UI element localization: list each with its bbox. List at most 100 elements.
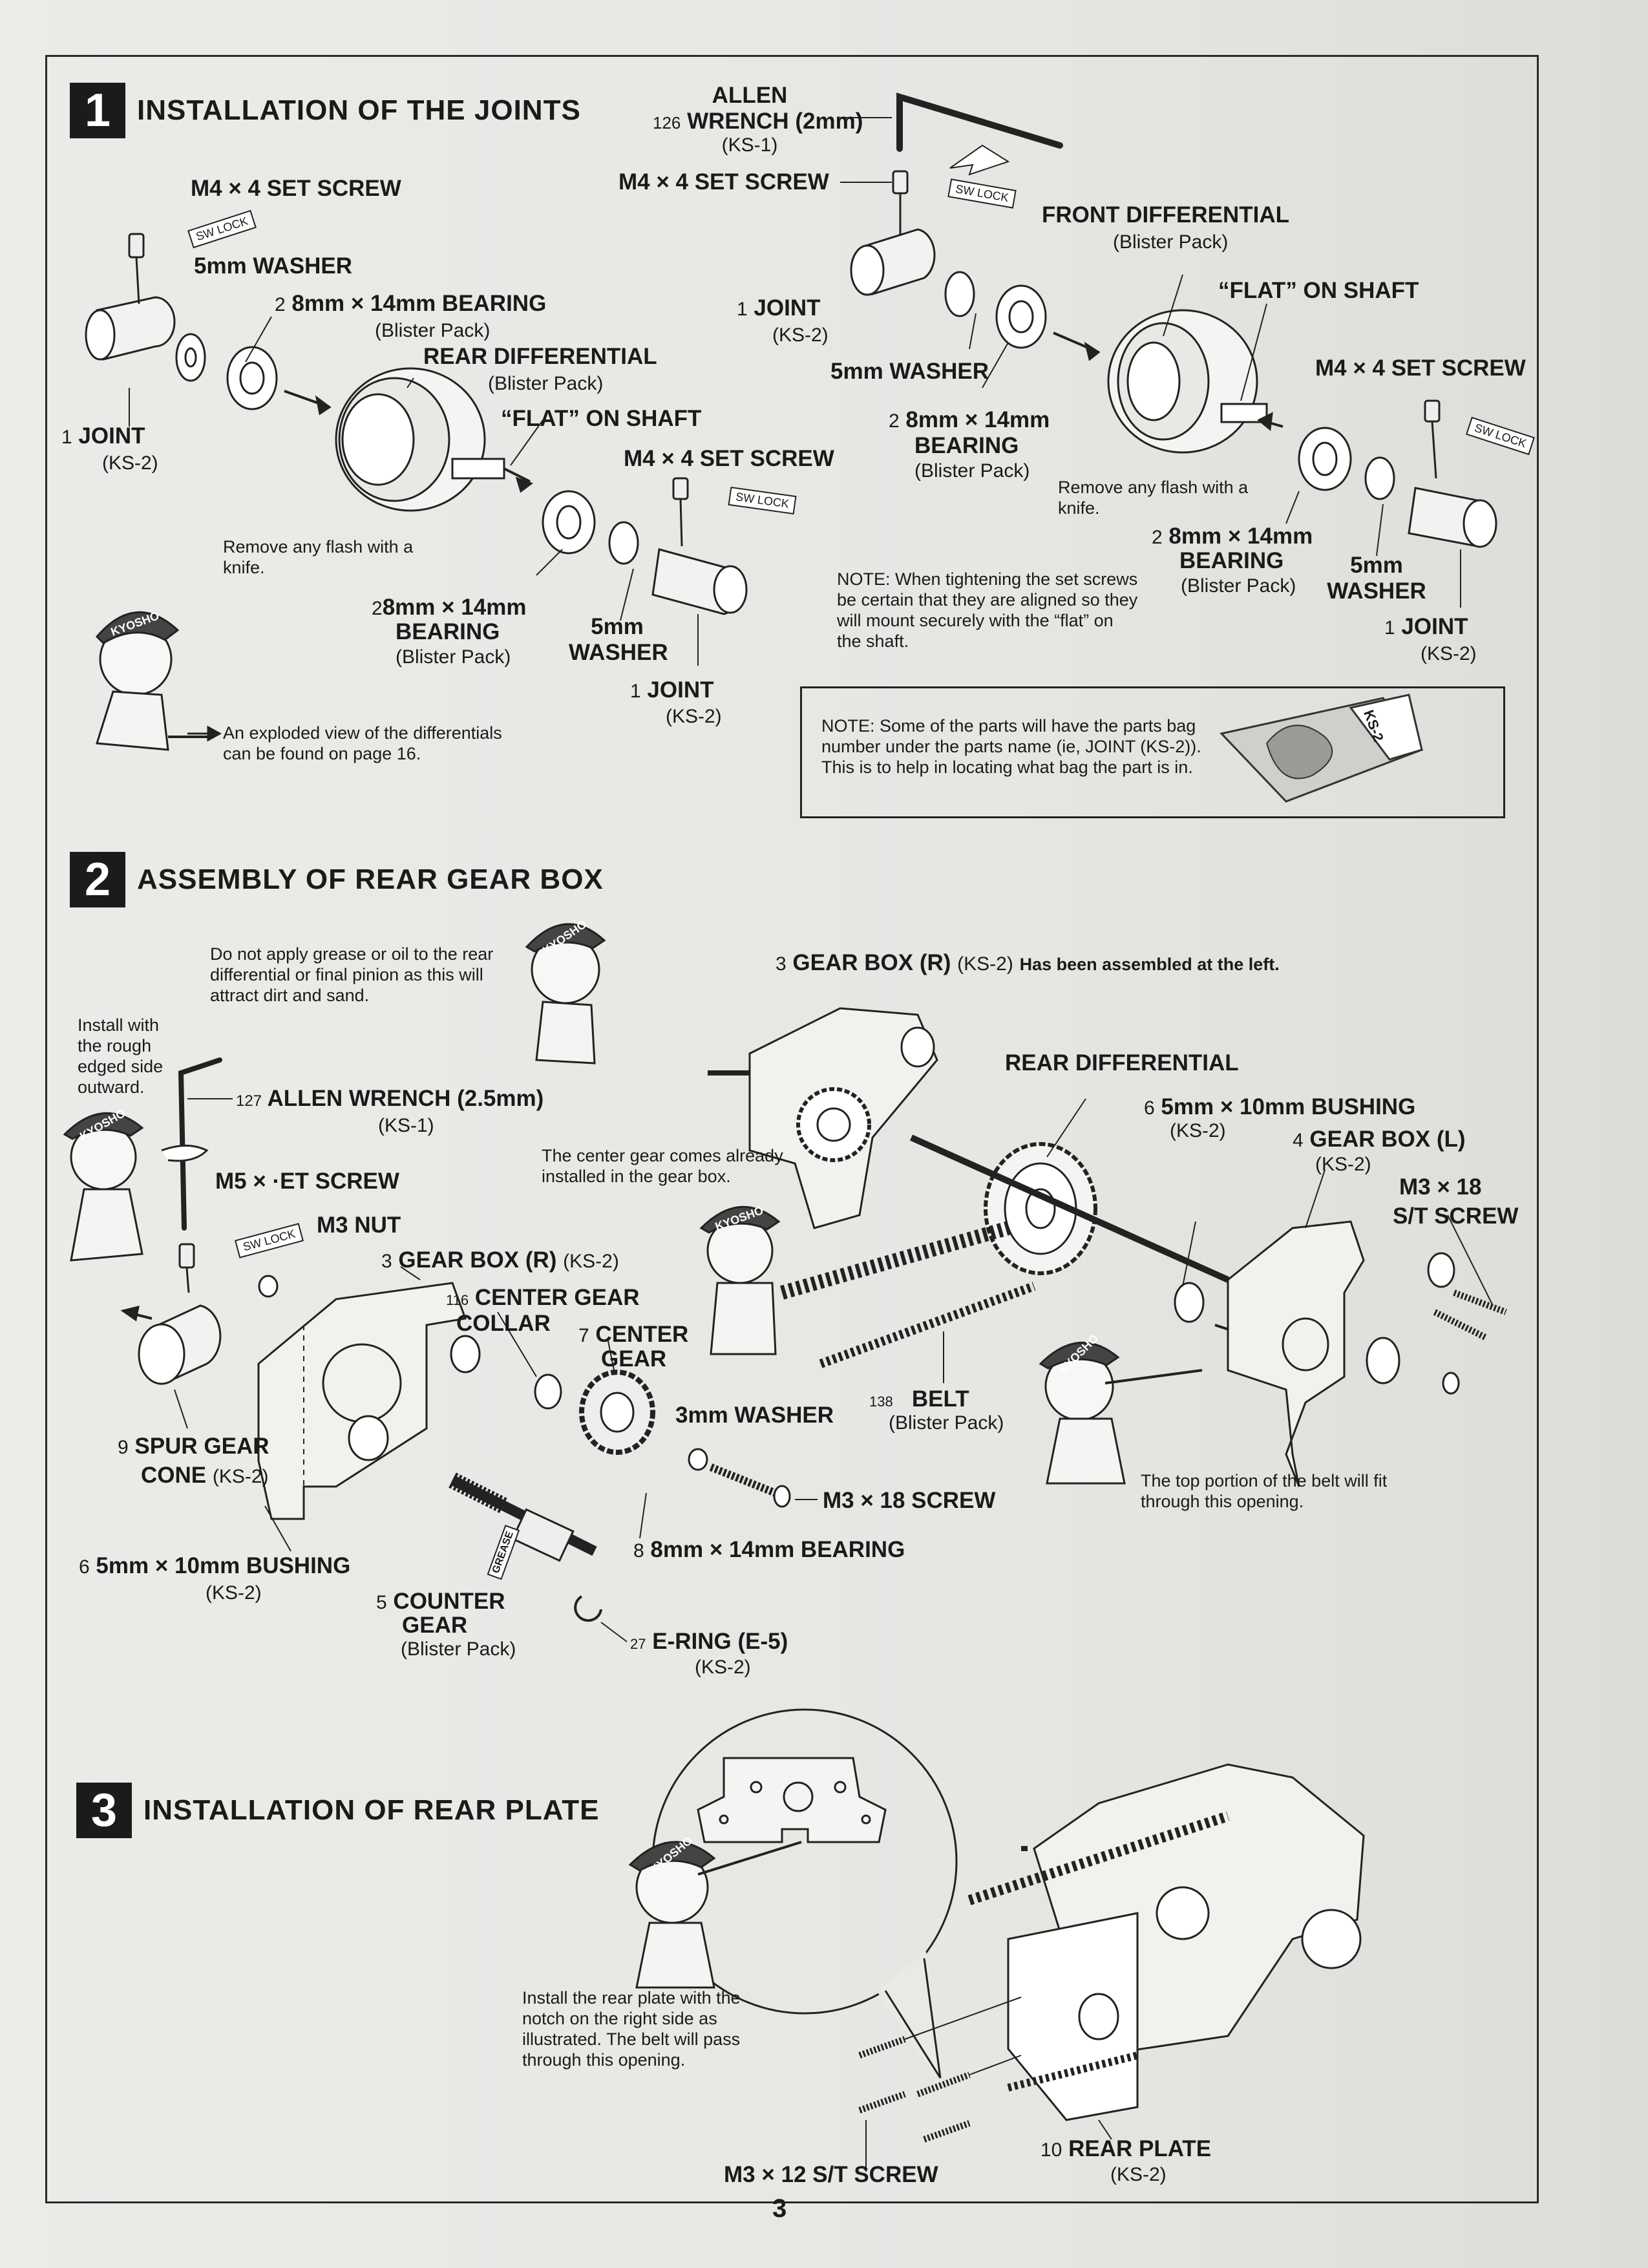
allen-wrench-2.5-bag: (KS-1) [378, 1115, 434, 1136]
section-2-header: 2 ASSEMBLY OF REAR GEAR BOX [70, 852, 604, 907]
counter-gear-pack: (Blister Pack) [401, 1638, 516, 1660]
gear-box-r-label: 3 GEAR BOX (R) (KS-2) [381, 1247, 619, 1273]
belt-label: 138 BELT [869, 1386, 969, 1412]
m3-18-screw-label: M3 × 18 SCREW [823, 1488, 996, 1513]
center-gear-collar-label: 116 CENTER GEAR [446, 1285, 640, 1310]
right-bearing2-label2: BEARING [1179, 548, 1284, 573]
front-differential-pack: (Blister Pack) [1113, 231, 1229, 253]
left-flash-note: Remove any flash with a knife. [223, 537, 414, 577]
left-bearing2-label: 28mm × 14mm [372, 595, 527, 620]
st-screw-label2: S/T SCREW [1393, 1203, 1519, 1229]
section-2-title: ASSEMBLY OF REAR GEAR BOX [137, 864, 604, 895]
5mm-bushing-bag: (KS-2) [206, 1582, 262, 1604]
right-bearing-2 [1298, 427, 1352, 491]
section-1-title: INSTALLATION OF THE JOINTS [137, 94, 581, 126]
counter-gear [449, 1472, 597, 1562]
rear-plate-label: 10 REAR PLATE [1041, 2136, 1212, 2161]
3mm-washer [688, 1448, 708, 1471]
mascot-4 [699, 1205, 781, 1355]
left-joint-bag: (KS-2) [102, 452, 158, 474]
rear-plate-callout-circle [651, 1708, 958, 2079]
m5-set-screw-label: M5 × ·ET SCREW [215, 1169, 399, 1194]
rear-plate-bag: (KS-2) [1110, 2164, 1167, 2185]
m3-nut-label: M3 NUT [317, 1213, 401, 1238]
right-joint-2 [1408, 399, 1497, 548]
left-set-screw-label: M4 × 4 SET SCREW [191, 176, 401, 201]
3mm-washer-label: 3mm WASHER [675, 1403, 834, 1428]
section-1-number: 1 [70, 83, 125, 138]
right-washer-1 [944, 271, 975, 317]
section-3-title: INSTALLATION OF REAR PLATE [143, 1794, 600, 1826]
left-washer-2 [608, 521, 639, 565]
counter-gear-label: 5 COUNTER [376, 1589, 505, 1614]
mascot-3 [63, 1112, 144, 1262]
left-bearing2-pack: (Blister Pack) [396, 646, 511, 668]
gear-box-l [1227, 1220, 1460, 1487]
front-differential [1107, 309, 1268, 454]
e-ring [574, 1595, 602, 1622]
right-washer-2 [1364, 456, 1395, 500]
right-bearing-pack: (Blister Pack) [914, 460, 1030, 482]
gear-box-r2-label: 3 GEAR BOX (R) (KS-2) Has been assembled… [776, 950, 1280, 975]
e-ring-bag: (KS-2) [695, 1657, 751, 1678]
center-gear-label: 7 CENTER [578, 1322, 689, 1347]
mascot-6 [628, 1841, 802, 1989]
right-flash-note: Remove any flash with a knife. [1058, 478, 1249, 518]
center-gear [579, 1370, 655, 1455]
5mm-bushing [1174, 1282, 1205, 1323]
st-screws-section3 [858, 1997, 1112, 2172]
rear-differential-label: REAR DIFFERENTIAL [423, 344, 657, 369]
left-bearing-label: 2 8mm × 14mm BEARING [275, 291, 547, 316]
rear-plate-detail [697, 1757, 887, 1843]
section-1-header: 1 INSTALLATION OF THE JOINTS [70, 83, 581, 138]
right-bearing-1 [995, 284, 1047, 349]
left-bearing-pack: (Blister Pack) [375, 320, 491, 341]
gear-box-r [257, 1282, 481, 1520]
5mm-bushing2-label: 6 5mm × 10mm BUSHING [1144, 1094, 1416, 1119]
exploded-view-note: An exploded view of the differentials ca… [223, 723, 502, 763]
left-flat-label: “FLAT” ON SHAFT [501, 406, 702, 431]
belt [779, 1221, 1036, 1368]
gear-box-l-label: 4 GEAR BOX (L) [1293, 1127, 1466, 1152]
rear-plate-note: Install the rear plate with the notch on… [522, 1988, 741, 2070]
left-set-screw2-label: M4 × 4 SET SCREW [624, 446, 834, 471]
right-flat-label: “FLAT” ON SHAFT [1218, 278, 1419, 303]
allen-wrench-2mm [896, 92, 1063, 152]
left-bearing2-label2: BEARING [396, 619, 500, 644]
right-joint-label: 1 JOINT [737, 295, 821, 321]
rear-differential-pack: (Blister Pack) [488, 373, 604, 394]
allen-wrench-2.5-label: 127 ALLEN WRENCH (2.5mm) [236, 1086, 544, 1111]
right-joint2-bag: (KS-2) [1421, 643, 1477, 664]
st-screw-b [1433, 1309, 1488, 1341]
left-joint-2 [651, 477, 748, 615]
st-screw-a [1453, 1289, 1507, 1315]
mascot-5 [1039, 1341, 1203, 1485]
belt-note: The top portion of the belt will fit thr… [1141, 1471, 1388, 1511]
front-differential-label: FRONT DIFFERENTIAL [1042, 202, 1290, 228]
left-joint-label: 1 JOINT [61, 423, 145, 449]
left-washer-label: 5mm WASHER [194, 253, 353, 279]
counter-gear-label2: GEAR [402, 1613, 468, 1638]
allen-wrench-label: ALLEN 126 WRENCH (2mm) (KS-1) [653, 83, 863, 156]
5mm-bushing-label: 6 5mm × 10mm BUSHING [79, 1553, 351, 1578]
allen-wrench-2.5mm [161, 1057, 222, 1231]
e-ring-label: 27 E-RING (E-5) [630, 1629, 788, 1654]
mascot-1 [95, 611, 213, 751]
m3-18-screw [709, 1463, 791, 1508]
center-gear-collar-label2: COLLAR [456, 1311, 551, 1336]
belt-pack: (Blister Pack) [889, 1412, 1004, 1434]
right-washer-label: 5mm WASHER [830, 359, 989, 384]
spur-gear-cone [138, 1304, 222, 1385]
right-joint-1 [850, 228, 936, 296]
center-gear-note: The center gear comes already installed … [542, 1146, 783, 1186]
right-set-screw2-label: M4 × 4 SET SCREW [1315, 355, 1526, 381]
left-joint2-bag: (KS-2) [666, 706, 722, 727]
bag-note: NOTE: Some of the parts will have the pa… [821, 716, 1201, 777]
grease-note: Do not apply grease or oil to the rear d… [210, 944, 494, 1005]
page-number: 3 [772, 2194, 787, 2223]
rough-side-note: Install with the rough edged side outwar… [78, 1015, 164, 1097]
spur-gear-cone-label: 9 SPUR GEAR [118, 1434, 269, 1459]
